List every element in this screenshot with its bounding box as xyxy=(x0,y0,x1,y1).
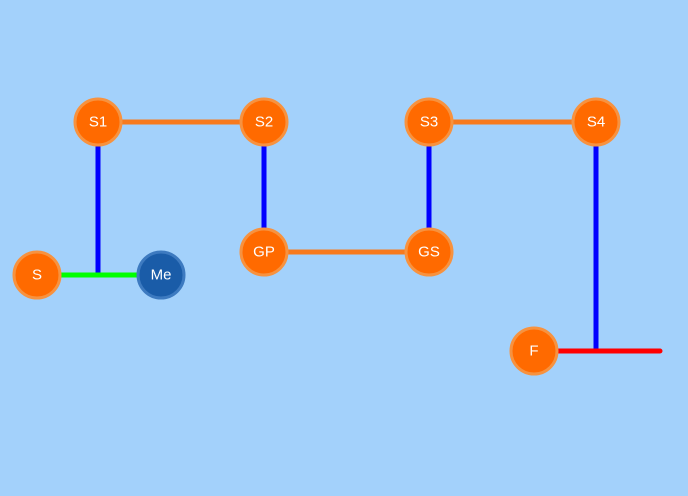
edges-layer xyxy=(34,119,663,354)
node-s4-circle xyxy=(571,97,621,147)
node-s3[interactable]: S3 xyxy=(404,97,454,147)
node-gp[interactable]: GP xyxy=(239,227,289,277)
node-s4[interactable]: S4 xyxy=(571,97,621,147)
nodes-layer: S1 S2 S3 S4 GP GS S Me xyxy=(12,97,621,376)
node-s3-circle xyxy=(404,97,454,147)
node-gs[interactable]: GS xyxy=(404,227,454,277)
node-s-circle xyxy=(12,250,62,300)
node-me-circle xyxy=(136,250,186,300)
node-f[interactable]: F xyxy=(509,326,559,376)
node-s2[interactable]: S2 xyxy=(239,97,289,147)
node-f-circle xyxy=(509,326,559,376)
node-s1-circle xyxy=(73,97,123,147)
node-s1[interactable]: S1 xyxy=(73,97,123,147)
node-s2-circle xyxy=(239,97,289,147)
node-gs-circle xyxy=(404,227,454,277)
node-me[interactable]: Me xyxy=(136,250,186,300)
node-s[interactable]: S xyxy=(12,250,62,300)
node-gp-circle xyxy=(239,227,289,277)
